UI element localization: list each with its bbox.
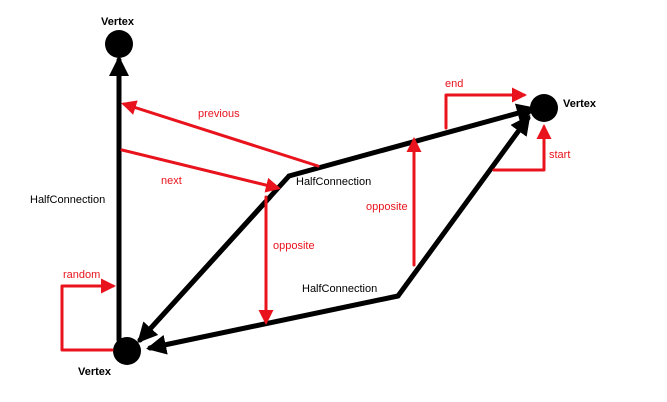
half-connection-upper-label: HalfConnection [296,176,372,188]
vertex-top-node [105,30,133,58]
previous-pointer-arrow [121,100,320,168]
upper-diagonal-line [137,173,292,343]
start-label: start [549,149,571,161]
vertex-right-node [530,94,558,122]
vertex-bottom-label: Vertex [78,366,112,378]
end-pointer-arrow [444,87,527,130]
vertex-bottom-node [113,337,141,365]
half-connection-left-label: HalfConnection [30,194,106,206]
vertex-right-label: Vertex [563,98,597,110]
vertex-top-label: Vertex [101,16,135,28]
next-pointer-arrow [120,148,281,193]
next-label: next [161,175,182,187]
lower-bottom-line [146,293,401,355]
previous-label: previous [198,108,240,120]
opposite-left-label: opposite [273,240,315,252]
upper-half-connection-line [286,103,537,179]
start-pointer-arrow [492,124,552,172]
half-connection-lower-label: HalfConnection [302,283,378,295]
random-pointer-arrow [60,278,116,352]
lower-half-connection-line [395,114,531,299]
opposite-right-label: opposite [366,201,408,213]
end-label: end [445,78,464,90]
random-label: random [63,269,101,281]
